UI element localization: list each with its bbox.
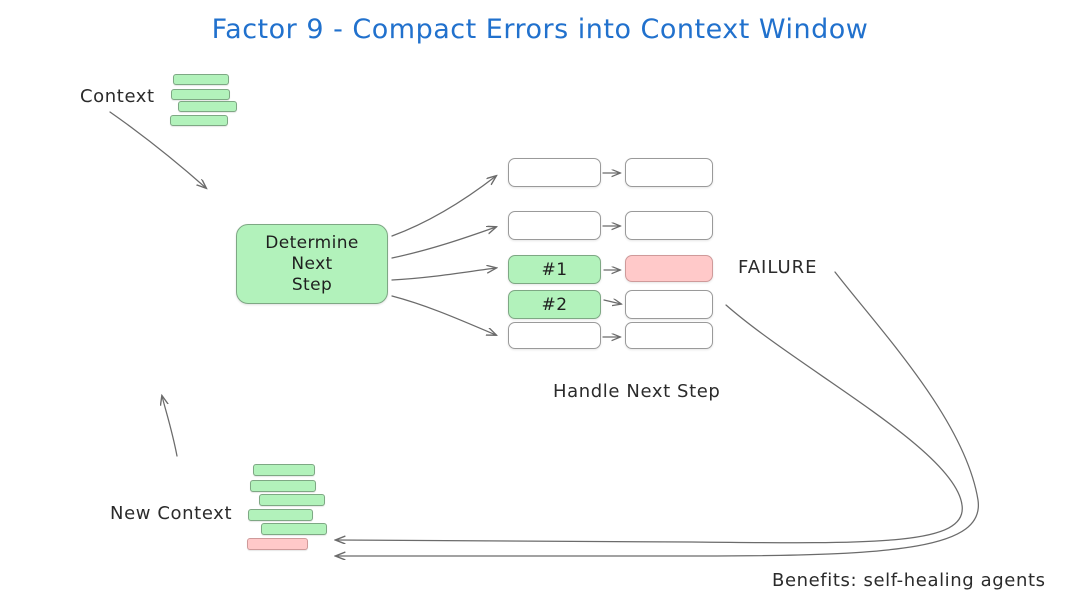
context-bar-3 (178, 101, 237, 112)
handle-next-step-label: Handle Next Step (553, 381, 721, 402)
arrow-fanout-3 (391, 268, 496, 281)
arrow-fanout-4 (391, 295, 496, 335)
arrow-fanout-1 (391, 176, 496, 237)
determine-line-3: Step (291, 274, 333, 295)
row-1-left-box[interactable] (508, 158, 601, 187)
row-4-right-label (626, 291, 712, 318)
row-2-right-label (626, 212, 712, 239)
failure-label: FAILURE (738, 257, 818, 278)
row-2-left-label (509, 212, 600, 239)
new-context-bar-2 (250, 480, 316, 492)
row-4-left-label: #2 (541, 294, 568, 315)
context-bar-4 (170, 115, 228, 126)
row-3-left-box[interactable]: #1 (508, 255, 601, 284)
context-label: Context (80, 86, 155, 107)
row-1-right-label (626, 159, 712, 186)
new-context-bar-4 (248, 509, 313, 521)
row-2-right-box[interactable] (625, 211, 713, 240)
arrow-row-4-mid (603, 300, 621, 304)
row-3-right-box-failure[interactable] (625, 255, 713, 282)
row-4-left-box[interactable]: #2 (508, 290, 601, 319)
determine-line-1: Determine (265, 232, 359, 253)
arrow-new-context-to-decision (162, 396, 178, 457)
row-3-right-label (626, 256, 712, 281)
row-2-left-box[interactable] (508, 211, 601, 240)
row-5-left-box[interactable] (508, 322, 601, 349)
page-title: Factor 9 - Compact Errors into Context W… (211, 14, 869, 45)
row-1-right-box[interactable] (625, 158, 713, 187)
determine-next-step-node[interactable]: Determine Next Step (236, 224, 388, 304)
row-1-left-label (509, 159, 600, 186)
row-3-left-label: #1 (541, 259, 568, 280)
determine-line-2: Next (291, 253, 333, 274)
row-5-left-label (509, 323, 600, 348)
context-bar-2 (171, 89, 230, 100)
arrow-fanout-2 (391, 227, 496, 259)
context-bar-1 (173, 74, 229, 85)
row-5-right-label (626, 323, 712, 348)
new-context-bar-5 (261, 523, 327, 535)
new-context-bar-1 (253, 464, 315, 476)
row-5-right-box[interactable] (625, 322, 713, 349)
benefits-label: Benefits: self-healing agents (772, 570, 1046, 591)
row-4-right-box[interactable] (625, 290, 713, 319)
new-context-bar-3 (259, 494, 325, 506)
new-context-bar-6-error (247, 538, 308, 550)
new-context-label: New Context (110, 503, 233, 524)
